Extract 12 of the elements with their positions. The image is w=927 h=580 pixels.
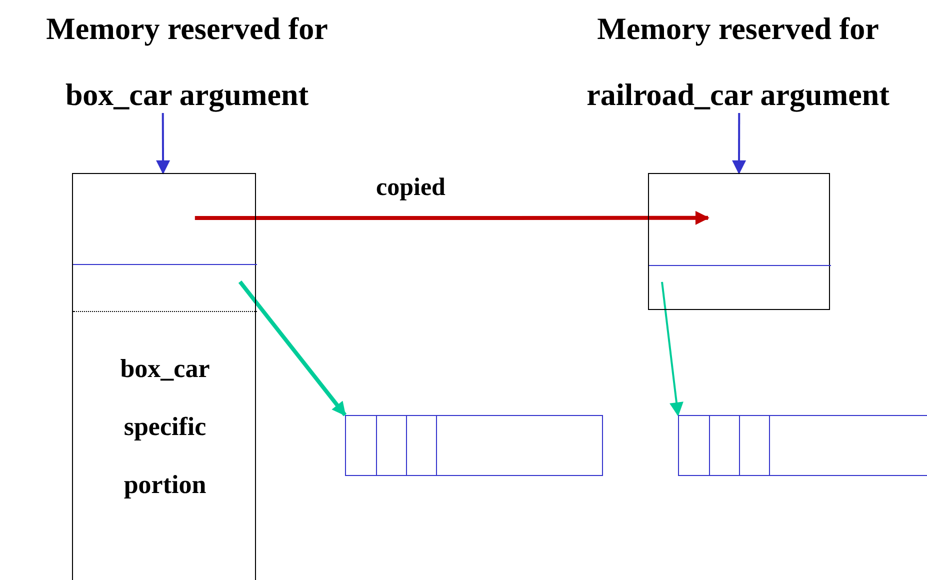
arrow bbox=[661, 282, 684, 416]
portion-label: box_car specific portion bbox=[119, 353, 211, 501]
arrow bbox=[156, 113, 170, 174]
arrow bbox=[194, 210, 710, 225]
arrow bbox=[238, 280, 347, 416]
memory-block bbox=[648, 173, 830, 310]
table-box bbox=[345, 415, 603, 476]
memory-block bbox=[72, 173, 256, 580]
arrow bbox=[732, 113, 746, 174]
heading-text: Memory reserved for railroad_car argument bbox=[586, 10, 890, 114]
table-box bbox=[678, 415, 927, 476]
heading-text: Memory reserved for box_car argument bbox=[45, 10, 329, 114]
